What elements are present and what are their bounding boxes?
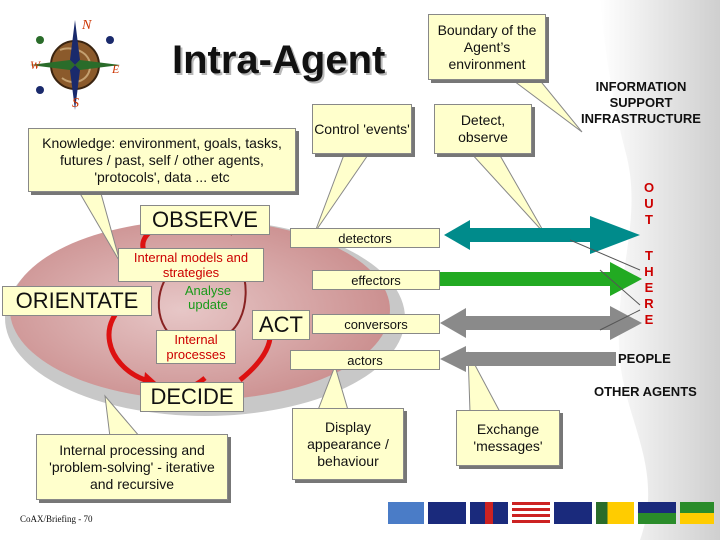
there-letter-1: T	[645, 248, 653, 263]
internal-processing-callout: Internal processing and 'problem-solving…	[36, 434, 228, 500]
actor-arrow	[440, 346, 616, 372]
compass-logo	[30, 20, 120, 110]
effector-arrow	[440, 262, 642, 296]
compass-north: N	[82, 18, 92, 33]
control-events-callout: Control 'events'	[312, 104, 412, 154]
act-label: ACT	[252, 310, 310, 340]
environment-boundary-panel	[600, 0, 720, 540]
boundary-callout: Boundary of the Agent’s environment	[428, 14, 546, 80]
there-letter-4: R	[644, 296, 654, 311]
out-vertical-label: O U T	[641, 180, 657, 228]
decide-label: DECIDE	[140, 382, 244, 412]
canada-flag	[596, 502, 634, 524]
footer-briefing: CoAX/Briefing - 70	[20, 514, 93, 524]
detect-callout-tail	[468, 151, 546, 235]
there-vertical-label: T H E R E	[641, 248, 657, 328]
there-letter-2: H	[644, 264, 654, 279]
compass-south: S	[72, 96, 79, 111]
internal-models-label: Internal models and strategies	[118, 248, 264, 282]
conversors-label: conversors	[312, 314, 440, 334]
out-letter-3: T	[645, 212, 653, 227]
compass-east: E	[112, 62, 120, 76]
compass-west: W	[30, 58, 40, 72]
us-flag	[512, 502, 550, 524]
detector-arrow	[444, 216, 640, 254]
australia-flag	[428, 502, 466, 524]
internal-processes-label: Internal processes	[156, 330, 236, 364]
knowledge-callout: Knowledge: environment, goals, tasks, fu…	[28, 128, 296, 192]
analyse-update-label: Analyse update	[184, 283, 232, 312]
actors-label: actors	[290, 350, 440, 370]
nz-flag	[554, 502, 592, 524]
exchange-callout: Exchange 'messages'	[456, 410, 560, 466]
control-callout-tail	[314, 151, 371, 233]
people-label: PEOPLE	[618, 351, 671, 366]
other-agents-label: OTHER AGENTS	[594, 384, 697, 399]
detect-observe-callout: Detect, observe	[434, 104, 532, 154]
uk-flag	[470, 502, 508, 524]
orientate-label: ORIENTATE	[2, 286, 152, 316]
observe-label: OBSERVE	[140, 205, 270, 235]
un-flag	[388, 502, 424, 524]
there-letter-5: E	[644, 312, 654, 327]
out-letter-1: O	[643, 180, 655, 195]
effectors-label: effectors	[312, 270, 440, 290]
out-letter-2: U	[644, 196, 654, 211]
green-gold-flag	[680, 502, 714, 524]
detectors-label: detectors	[290, 228, 440, 248]
display-callout: Display appearance / behaviour	[292, 408, 404, 480]
page-title: Intra-Agent	[172, 38, 386, 82]
pacific-flag	[638, 502, 676, 524]
infrastructure-label: INFORMATION SUPPORT INFRASTRUCTURE	[581, 79, 701, 126]
there-letter-3: E	[644, 280, 654, 295]
conversor-arrow	[440, 306, 642, 340]
